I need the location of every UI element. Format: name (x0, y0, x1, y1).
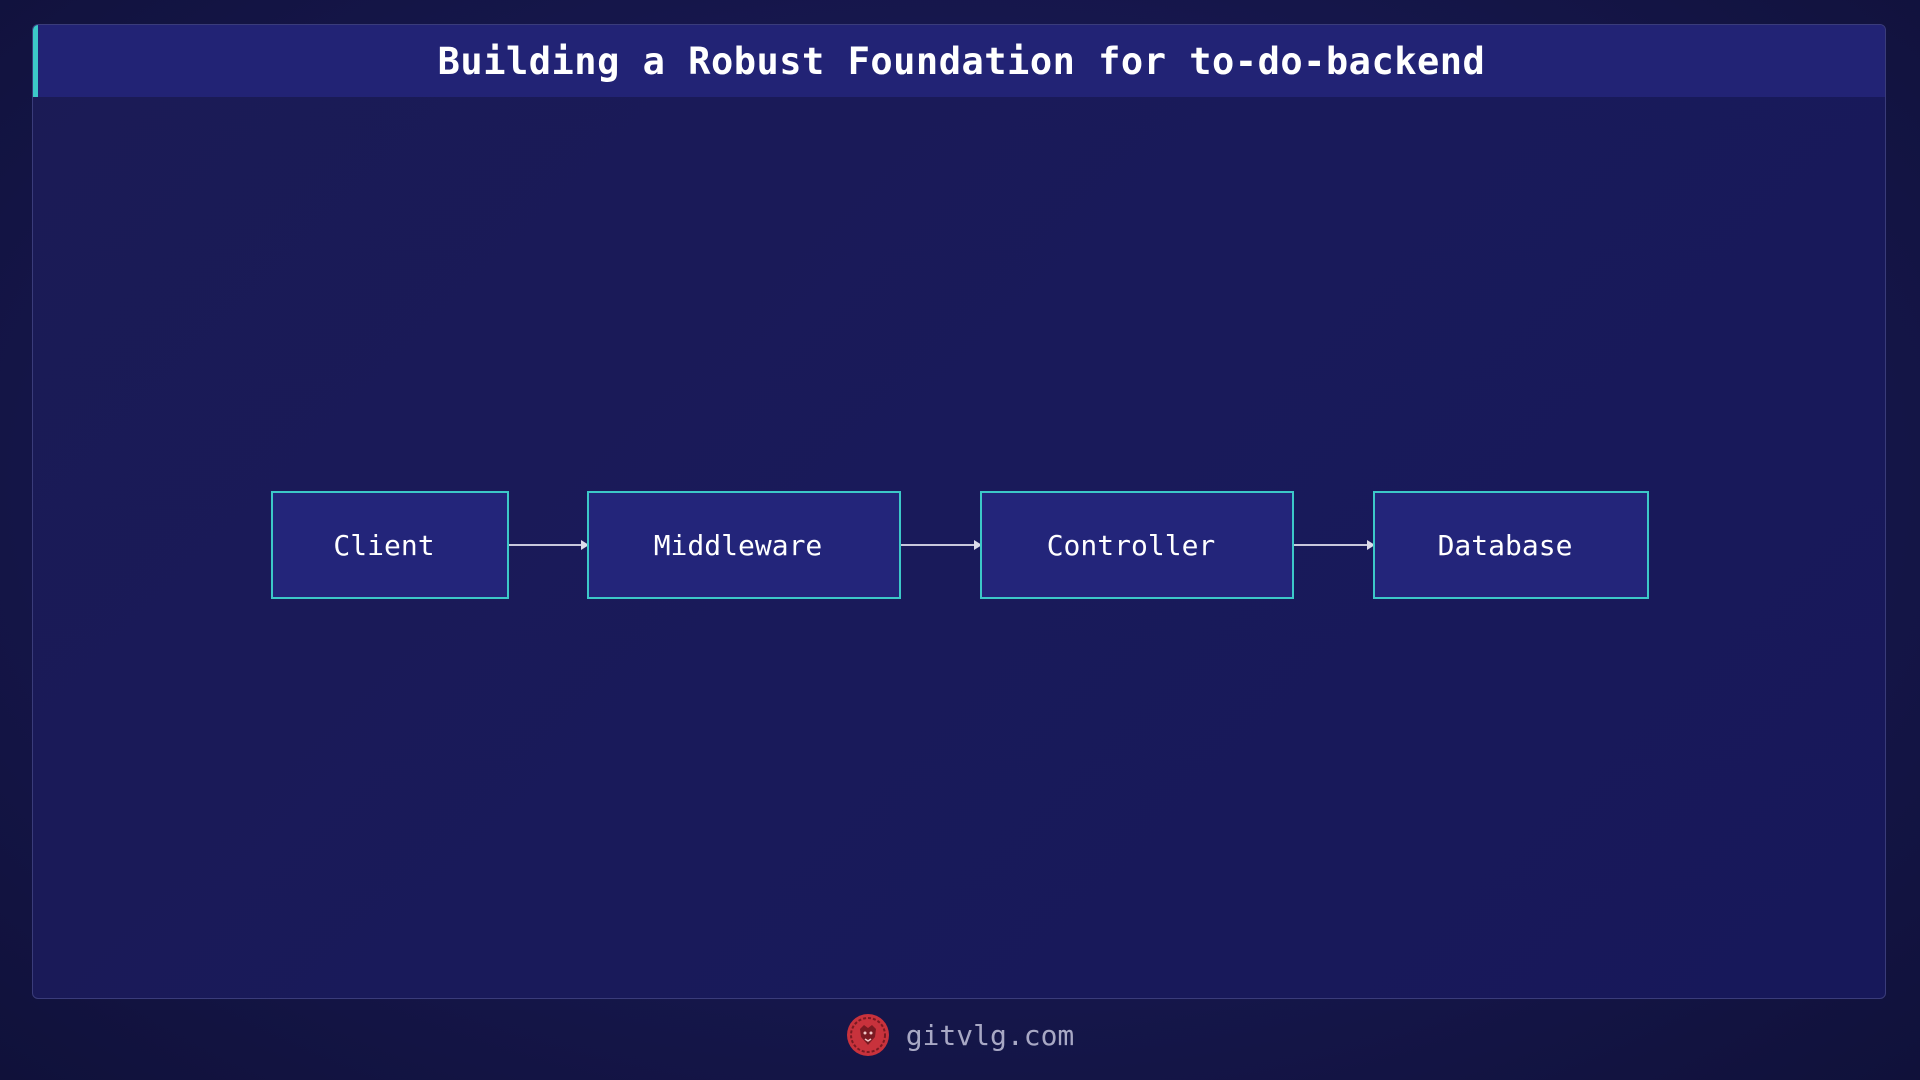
edge-client-middleware (509, 540, 589, 550)
footer: gitvlg.com (0, 1010, 1920, 1060)
edge-middleware-controller (901, 540, 982, 550)
edge-controller-database (1294, 540, 1375, 550)
lion-head-icon (846, 1014, 889, 1056)
node-client: Client (271, 491, 509, 599)
node-label: Client (333, 528, 435, 562)
node-controller: Controller (980, 491, 1294, 599)
footer-site[interactable]: gitvlg.com (905, 1018, 1075, 1052)
node-label: Controller (1046, 528, 1216, 562)
node-database: Database (1373, 491, 1649, 599)
node-label: Middleware (653, 528, 823, 562)
title-bar: Building a Robust Foundation for to-do-b… (33, 25, 1885, 97)
node-middleware: Middleware (587, 491, 901, 599)
node-label: Database (1437, 528, 1573, 562)
page-title: Building a Robust Foundation for to-do-b… (437, 39, 1486, 83)
